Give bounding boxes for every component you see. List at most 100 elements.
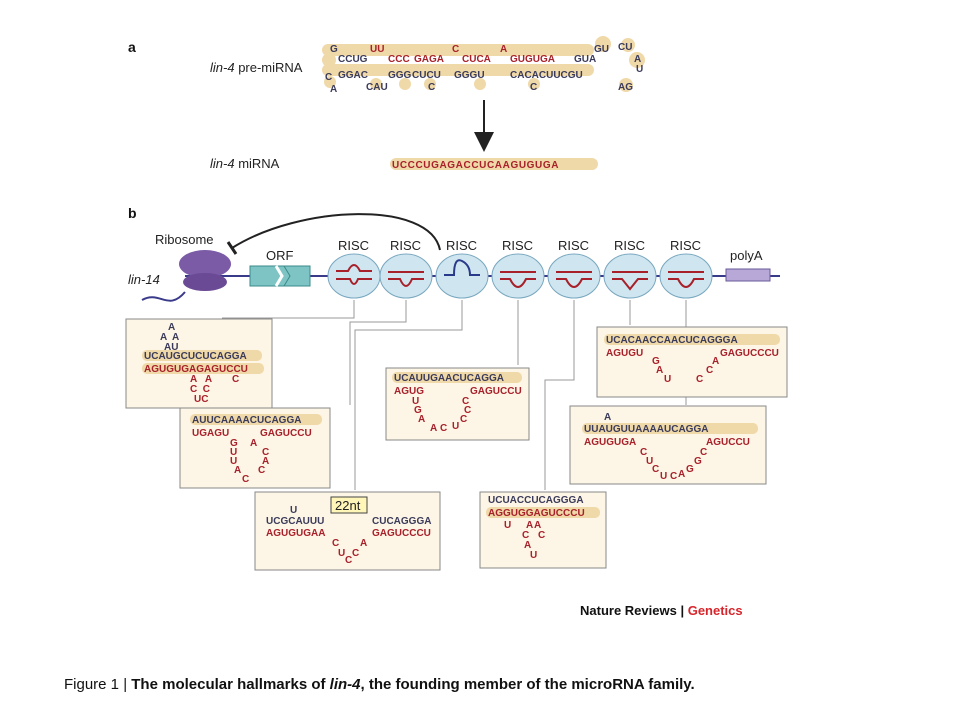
svg-text:A: A	[524, 540, 531, 551]
risc-label: RISC	[390, 238, 421, 253]
svg-text:UCACAACCAACUCAGGGA: UCACAACCAACUCAGGGA	[606, 335, 738, 346]
svg-text:A: A	[330, 84, 337, 95]
svg-text:GUA: GUA	[574, 54, 596, 65]
svg-text:U: U	[646, 456, 653, 467]
svg-text:U: U	[230, 447, 237, 458]
svg-text:A A: A A	[160, 332, 179, 343]
svg-text:AGUGUGAGAGUCCU: AGUGUGAGAGUCCU	[144, 364, 248, 375]
detail-box-4: UCAUUGAACUCAGGA AGUG GAGUCCU U C G C A C…	[385, 367, 530, 441]
mirna-sequence: UCCCUGAGACCUCAAGUGUGA	[392, 160, 559, 171]
svg-text:U: U	[412, 396, 419, 407]
svg-text:C: C	[530, 82, 537, 93]
svg-text:UUAUGUUAAAAUCAGGA: UUAUGUUAAAAUCAGGA	[584, 424, 708, 435]
svg-text:C: C	[462, 396, 469, 407]
svg-text:U: U	[504, 520, 511, 531]
svg-text:AGUGUGAA: AGUGUGAA	[266, 528, 325, 539]
svg-text:GAGUCCCU: GAGUCCCU	[372, 528, 431, 539]
svg-text:C: C	[670, 471, 677, 482]
svg-text:U: U	[338, 548, 345, 559]
panel-a-letter: a	[128, 39, 136, 55]
detail-box-1: A A A AU UCAUGCUCUCAGGA AGUGUGAGAGUCCU A…	[125, 318, 273, 409]
svg-text:CU: CU	[618, 42, 632, 53]
risc-label: RISC	[446, 238, 477, 253]
svg-text:GAGA: GAGA	[414, 54, 444, 65]
detail-box-3: 22nt U UCGCAUUU CUCAGGGA AGUGUGAA GAGUCC…	[254, 491, 441, 571]
svg-text:G: G	[414, 405, 422, 416]
orf-label: ORF	[266, 248, 294, 263]
svg-text:CCC: CCC	[388, 54, 410, 65]
svg-text:UCGCAUUU: UCGCAUUU	[266, 516, 324, 527]
premirna-label: lin-4 pre-miRNA	[210, 60, 303, 75]
svg-text:A A: A A	[190, 374, 212, 385]
svg-text:U: U	[664, 374, 671, 385]
svg-text:UU: UU	[370, 44, 384, 55]
svg-text:C: C	[232, 374, 239, 385]
risc-complex: RISC	[379, 238, 433, 299]
mrna-tail	[141, 291, 186, 302]
risc-complex: RISC	[491, 238, 545, 299]
svg-text:AG: AG	[618, 82, 633, 93]
detail-box-6: UCACAACCAACUCAGGGA AGUGU GAGUCCCU G A A …	[596, 326, 788, 398]
svg-text:A: A	[360, 538, 367, 549]
svg-text:A: A	[430, 423, 437, 434]
svg-text:G: G	[330, 44, 338, 55]
svg-text:AGUG: AGUG	[394, 386, 424, 397]
risc-label: RISC	[614, 238, 645, 253]
svg-text:UCAUGCUCUCAGGA: UCAUGCUCUCAGGA	[144, 351, 247, 362]
svg-text:U: U	[660, 471, 667, 482]
svg-text:UGAGU: UGAGU	[192, 428, 229, 439]
hairpin-beads	[322, 36, 645, 92]
svg-text:C: C	[696, 374, 703, 385]
svg-text:AU: AU	[164, 342, 178, 353]
svg-text:CAU: CAU	[366, 82, 388, 93]
svg-text:C: C	[332, 538, 339, 549]
svg-text:UCAUUGAACUCAGGA: UCAUUGAACUCAGGA	[394, 373, 504, 384]
journal-credit: Nature Reviews | Genetics	[580, 603, 743, 618]
svg-text:AGGUGGAGUCCCU: AGGUGGAGUCCCU	[488, 508, 585, 519]
svg-text:CUCAGGGA: CUCAGGGA	[372, 516, 431, 527]
svg-text:AGUGUGA: AGUGUGA	[584, 437, 636, 448]
svg-text:C: C	[325, 72, 332, 83]
svg-text:GGGU: GGGU	[454, 70, 485, 81]
detail-box-7: A UUAUGUUAAAAUCAGGA AGUGUGA AGUCCU C C U…	[569, 405, 767, 485]
mirna-bead-bg	[390, 158, 598, 170]
svg-text:C: C	[460, 414, 467, 425]
svg-text:C: C	[452, 44, 459, 55]
hairpin-bottom-strand: C GGAC GGG CUCU GGGU CACACUUCGU U A CAU …	[325, 64, 643, 95]
svg-text:C: C	[242, 474, 249, 485]
svg-text:A: A	[234, 465, 241, 476]
svg-text:G: G	[694, 456, 702, 467]
svg-text:A: A	[712, 356, 719, 367]
svg-text:GU: GU	[594, 44, 609, 55]
risc-label: RISC	[502, 238, 533, 253]
svg-text:CACACUUCGU: CACACUUCGU	[510, 70, 583, 81]
svg-text:A: A	[262, 456, 269, 467]
svg-text:U: U	[230, 456, 237, 467]
figure-caption: Figure 1 | The molecular hallmarks of li…	[64, 676, 695, 693]
22nt-tag: 22nt	[335, 498, 361, 513]
polya-block	[725, 268, 771, 282]
svg-text:GAGUCCCU: GAGUCCCU	[720, 348, 779, 359]
panel-b-letter: b	[128, 205, 137, 221]
svg-text:A: A	[604, 412, 611, 423]
risc-label: RISC	[558, 238, 589, 253]
detail-box-2: AUUCAAAACUCAGGA UGAGU GAGUCCU G A U C U …	[179, 407, 331, 489]
detail-box-5: UCUACCUCAGGGA AGGUGGAGUCCCU U A A C C A …	[479, 491, 607, 569]
svg-text:C: C	[258, 465, 265, 476]
svg-text:A: A	[418, 414, 425, 425]
svg-text:A: A	[250, 438, 257, 449]
repression-arrow	[231, 213, 441, 251]
svg-text:A: A	[534, 520, 541, 531]
ribosome	[179, 250, 231, 291]
svg-text:U: U	[290, 505, 297, 516]
svg-text:C: C	[538, 530, 545, 541]
svg-text:G: G	[686, 464, 694, 475]
risc-label: RISC	[670, 238, 701, 253]
svg-text:A: A	[526, 520, 533, 531]
lin14-label: lin-14	[128, 272, 160, 287]
svg-text:U: U	[452, 421, 459, 432]
svg-text:G: G	[230, 438, 238, 449]
svg-text:GGG: GGG	[388, 70, 412, 81]
svg-text:C: C	[352, 548, 359, 559]
